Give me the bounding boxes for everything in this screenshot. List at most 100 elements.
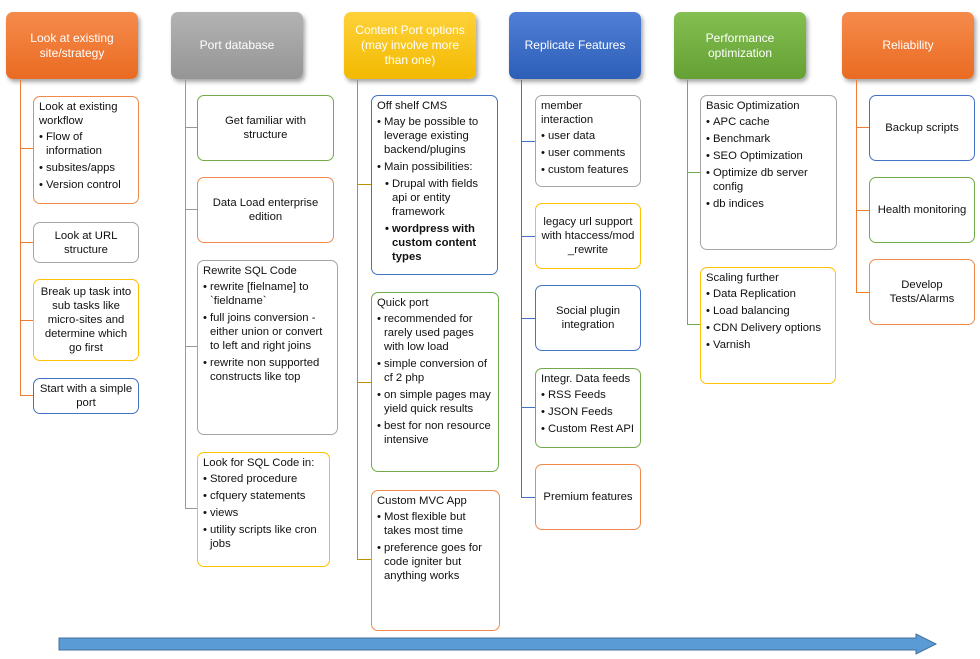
connector-tick bbox=[185, 209, 197, 210]
box-title: Basic Optimization bbox=[706, 100, 800, 112]
bullet-item: wordpress with custom content types bbox=[377, 222, 492, 264]
bullet-item: Version control bbox=[39, 178, 133, 192]
box-title: Data Load enterprise edition bbox=[212, 197, 319, 223]
box-existing-workflow: Look at existing workflow Flow of inform… bbox=[33, 96, 139, 204]
header-reliability: Reliability bbox=[842, 12, 974, 79]
box-health-monitoring: Health monitoring bbox=[869, 177, 975, 243]
box-title: Integr. Data feeds bbox=[541, 373, 631, 385]
box-title: Premium features bbox=[543, 491, 633, 503]
bullet-item: Benchmark bbox=[706, 132, 831, 146]
header-label: Performance optimization bbox=[705, 30, 775, 60]
bullet-item: Drupal with fields api or entity framewo… bbox=[377, 177, 492, 219]
box-familiar-structure: Get familiar with structure bbox=[197, 95, 334, 161]
connector-tick bbox=[357, 382, 371, 383]
box-title: Off shelf CMS bbox=[377, 100, 448, 112]
bullet-item: on simple pages may yield quick results bbox=[377, 388, 493, 416]
box-data-load: Data Load enterprise edition bbox=[197, 177, 334, 243]
box-off-shelf-cms: Off shelf CMS May be possible to leverag… bbox=[371, 95, 498, 275]
header-replicate-features: Replicate Features bbox=[509, 12, 641, 79]
box-sub-tasks: Break up task into sub tasks like micro-… bbox=[33, 279, 139, 361]
bullet-item: cfquery statements bbox=[203, 489, 324, 503]
connector-line bbox=[521, 80, 522, 498]
bullet-item: custom features bbox=[541, 163, 635, 177]
connector-tick bbox=[521, 318, 535, 319]
box-title: Health monitoring bbox=[877, 204, 967, 216]
bullet-item: RSS Feeds bbox=[541, 388, 635, 402]
connector-tick bbox=[521, 236, 535, 237]
bullet-item: Flow of information bbox=[39, 130, 133, 158]
bullet-item: user data bbox=[541, 129, 635, 143]
bullet-item: Main possibilities: bbox=[377, 160, 492, 174]
box-member-interaction: member interaction user data user commen… bbox=[535, 95, 641, 187]
connector-tick bbox=[521, 141, 535, 142]
bullet-item: rewrite [fielname] to `fieldname` bbox=[203, 280, 332, 308]
box-backup-scripts: Backup scripts bbox=[869, 95, 975, 161]
box-develop-tests: Develop Tests/Alarms bbox=[869, 259, 975, 325]
box-look-for-sql: Look for SQL Code in: Stored procedure c… bbox=[197, 452, 330, 567]
bullet-item: rewrite non supported constructs like to… bbox=[203, 356, 332, 384]
bullet-item: Most flexible but takes most time bbox=[377, 510, 494, 538]
header-content-port-options: Content Port options (may involve more t… bbox=[344, 12, 476, 79]
connector-tick bbox=[185, 346, 197, 347]
header-label: Reliability bbox=[882, 38, 934, 52]
header-performance-optimization: Performance optimization bbox=[674, 12, 806, 79]
bullet-item: APC cache bbox=[706, 115, 831, 129]
header-label: Replicate Features bbox=[524, 38, 626, 52]
box-title: Start with a simple port bbox=[39, 383, 133, 409]
connector-tick bbox=[20, 242, 33, 243]
bullet-item: user comments bbox=[541, 146, 635, 160]
bullet-item: May be possible to leverage existing bac… bbox=[377, 115, 492, 157]
bullet-item: Varnish bbox=[706, 338, 830, 352]
connector-tick bbox=[521, 497, 535, 498]
box-title: Get familiar with structure bbox=[225, 115, 306, 141]
box-title: Break up task into sub tasks like micro-… bbox=[40, 286, 132, 354]
connector-tick bbox=[357, 184, 371, 185]
connector-tick bbox=[687, 172, 700, 173]
bullet-item: preference goes for code igniter but any… bbox=[377, 541, 494, 583]
header-label: Look at existing site/strategy bbox=[30, 30, 114, 60]
box-title: Social plugin integration bbox=[555, 305, 621, 331]
connector-line bbox=[20, 80, 21, 396]
connector-line bbox=[687, 80, 688, 325]
connector-tick bbox=[687, 324, 700, 325]
box-title: member interaction bbox=[541, 100, 594, 126]
box-custom-mvc: Custom MVC App Most flexible but takes m… bbox=[371, 490, 500, 631]
bullet-item: Data Replication bbox=[706, 287, 830, 301]
connector-tick bbox=[20, 148, 33, 149]
bullet-item: best for non resource intensive bbox=[377, 419, 493, 447]
connector-tick bbox=[357, 559, 371, 560]
box-legacy-url: legacy url support with htaccess/mod_rew… bbox=[535, 203, 641, 269]
bullet-item: recommended for rarely used pages with l… bbox=[377, 312, 493, 354]
bullet-item: full joins conversion - either union or … bbox=[203, 311, 332, 353]
bullet-item: Load balancing bbox=[706, 304, 830, 318]
connector-line bbox=[856, 80, 857, 293]
bullet-item: Optimize db server config bbox=[706, 166, 831, 194]
bullet-item: CDN Delivery options bbox=[706, 321, 830, 335]
box-title: Look for SQL Code in: bbox=[203, 457, 315, 469]
box-simple-port: Start with a simple port bbox=[33, 378, 139, 414]
box-title: legacy url support with htaccess/mod_rew… bbox=[541, 216, 635, 256]
connector-line bbox=[185, 80, 186, 509]
bullet-item: JSON Feeds bbox=[541, 405, 635, 419]
bullet-item: Stored procedure bbox=[203, 472, 324, 486]
box-title: Quick port bbox=[377, 297, 429, 309]
connector-tick bbox=[20, 320, 33, 321]
box-title: Rewrite SQL Code bbox=[203, 265, 297, 277]
bullet-item: views bbox=[203, 506, 324, 520]
header-port-database: Port database bbox=[171, 12, 303, 79]
box-title: Look at URL structure bbox=[54, 229, 118, 256]
connector-tick bbox=[521, 407, 535, 408]
box-data-feeds: Integr. Data feeds RSS Feeds JSON Feeds … bbox=[535, 368, 641, 448]
box-url-structure: Look at URL structure bbox=[33, 222, 139, 263]
bullet-item: simple conversion of cf 2 php bbox=[377, 357, 493, 385]
box-rewrite-sql: Rewrite SQL Code rewrite [fielname] to `… bbox=[197, 260, 338, 435]
box-quick-port: Quick port recommended for rarely used p… bbox=[371, 292, 499, 472]
bullet-item: SEO Optimization bbox=[706, 149, 831, 163]
timeline-arrow bbox=[58, 633, 938, 655]
bullet-item: utility scripts like cron jobs bbox=[203, 523, 324, 551]
header-label: Port database bbox=[199, 38, 275, 52]
connector-tick bbox=[856, 292, 869, 293]
bullet-item: db indices bbox=[706, 197, 831, 211]
bullet-item: subsites/apps bbox=[39, 161, 133, 175]
box-premium-features: Premium features bbox=[535, 464, 641, 530]
